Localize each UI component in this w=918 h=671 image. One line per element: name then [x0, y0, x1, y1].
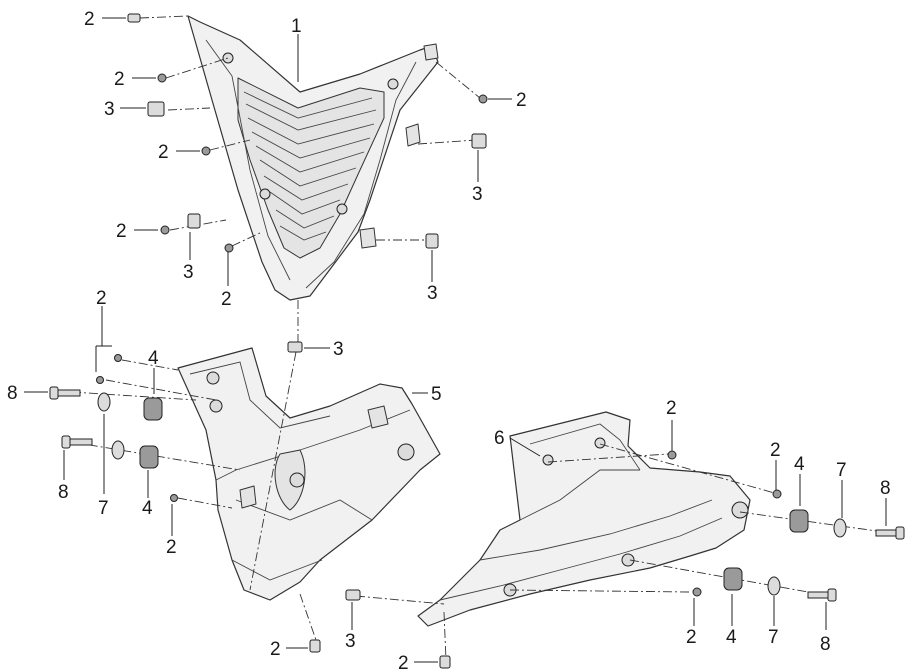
callout-7: 7 — [836, 460, 847, 481]
front-grille-cover — [187, 15, 439, 301]
callout-2: 2 — [516, 90, 527, 111]
screw-2 — [170, 494, 178, 502]
leader-lines — [24, 17, 887, 663]
callout-2: 2 — [114, 69, 125, 90]
callout-1: 1 — [291, 16, 302, 37]
callout-3: 3 — [427, 283, 438, 304]
callout-6: 6 — [494, 428, 505, 449]
callout-4: 4 — [794, 454, 805, 475]
assembly-lines — [71, 15, 885, 661]
screw-2 — [127, 13, 141, 23]
grommet-4 — [789, 509, 809, 533]
screw-2 — [772, 489, 782, 499]
clip-3 — [345, 589, 361, 601]
grommet-4 — [723, 567, 743, 591]
screw-2 — [478, 94, 488, 104]
callout-3: 3 — [345, 631, 356, 652]
screw-2 — [439, 655, 451, 669]
screw-2 — [114, 354, 122, 362]
bolt-8 — [875, 526, 905, 540]
clip-3 — [287, 341, 303, 353]
callout-3: 3 — [183, 262, 194, 283]
callout-2: 2 — [116, 221, 127, 242]
callout-7: 7 — [98, 498, 109, 519]
bolt-8 — [807, 588, 837, 602]
callout-labels: 2 1 2 3 2 2 3 2 2 3 3 2 3 4 8 5 6 2 2 4 … — [7, 9, 891, 671]
callout-4: 4 — [148, 348, 159, 369]
callout-2: 2 — [158, 142, 169, 163]
clip-3 — [147, 101, 165, 117]
clip-3 — [425, 233, 439, 249]
washer-7 — [767, 576, 781, 596]
screw-2 — [160, 225, 170, 235]
washer-7 — [97, 392, 111, 412]
callout-3: 3 — [104, 99, 115, 120]
callout-3: 3 — [472, 184, 483, 205]
screw-2 — [224, 243, 234, 253]
callout-2: 2 — [84, 9, 95, 30]
callout-4: 4 — [142, 498, 153, 519]
screw-2 — [157, 73, 167, 83]
screw-2 — [201, 146, 211, 156]
right-lower-cover — [417, 411, 751, 627]
callout-2: 2 — [96, 288, 107, 309]
screw-2 — [667, 450, 677, 460]
bolt-8 — [61, 435, 93, 449]
screw-2 — [96, 376, 104, 384]
callout-2: 2 — [770, 440, 781, 461]
left-lower-cover — [177, 347, 441, 601]
callout-2: 2 — [398, 653, 409, 671]
callout-2: 2 — [166, 537, 177, 558]
callout-8: 8 — [7, 383, 18, 404]
screw-2 — [309, 639, 321, 653]
callout-2: 2 — [686, 627, 697, 648]
washer-7 — [111, 440, 125, 460]
clip-3 — [471, 133, 487, 149]
callout-8: 8 — [58, 482, 69, 503]
callout-7: 7 — [768, 627, 779, 648]
hardware — [49, 13, 905, 669]
callout-2: 2 — [270, 639, 281, 660]
callout-2: 2 — [666, 398, 677, 419]
callout-8: 8 — [820, 634, 831, 655]
callout-3: 3 — [333, 339, 344, 360]
callout-5: 5 — [431, 384, 442, 405]
callout-2: 2 — [221, 289, 232, 310]
washer-7 — [833, 518, 847, 538]
callout-4: 4 — [726, 627, 737, 648]
grommet-4 — [139, 445, 159, 469]
callout-8: 8 — [880, 478, 891, 499]
screw-2 — [692, 587, 702, 597]
grommet-4 — [143, 397, 163, 421]
clip-3 — [187, 213, 201, 229]
bolt-8 — [49, 386, 81, 400]
